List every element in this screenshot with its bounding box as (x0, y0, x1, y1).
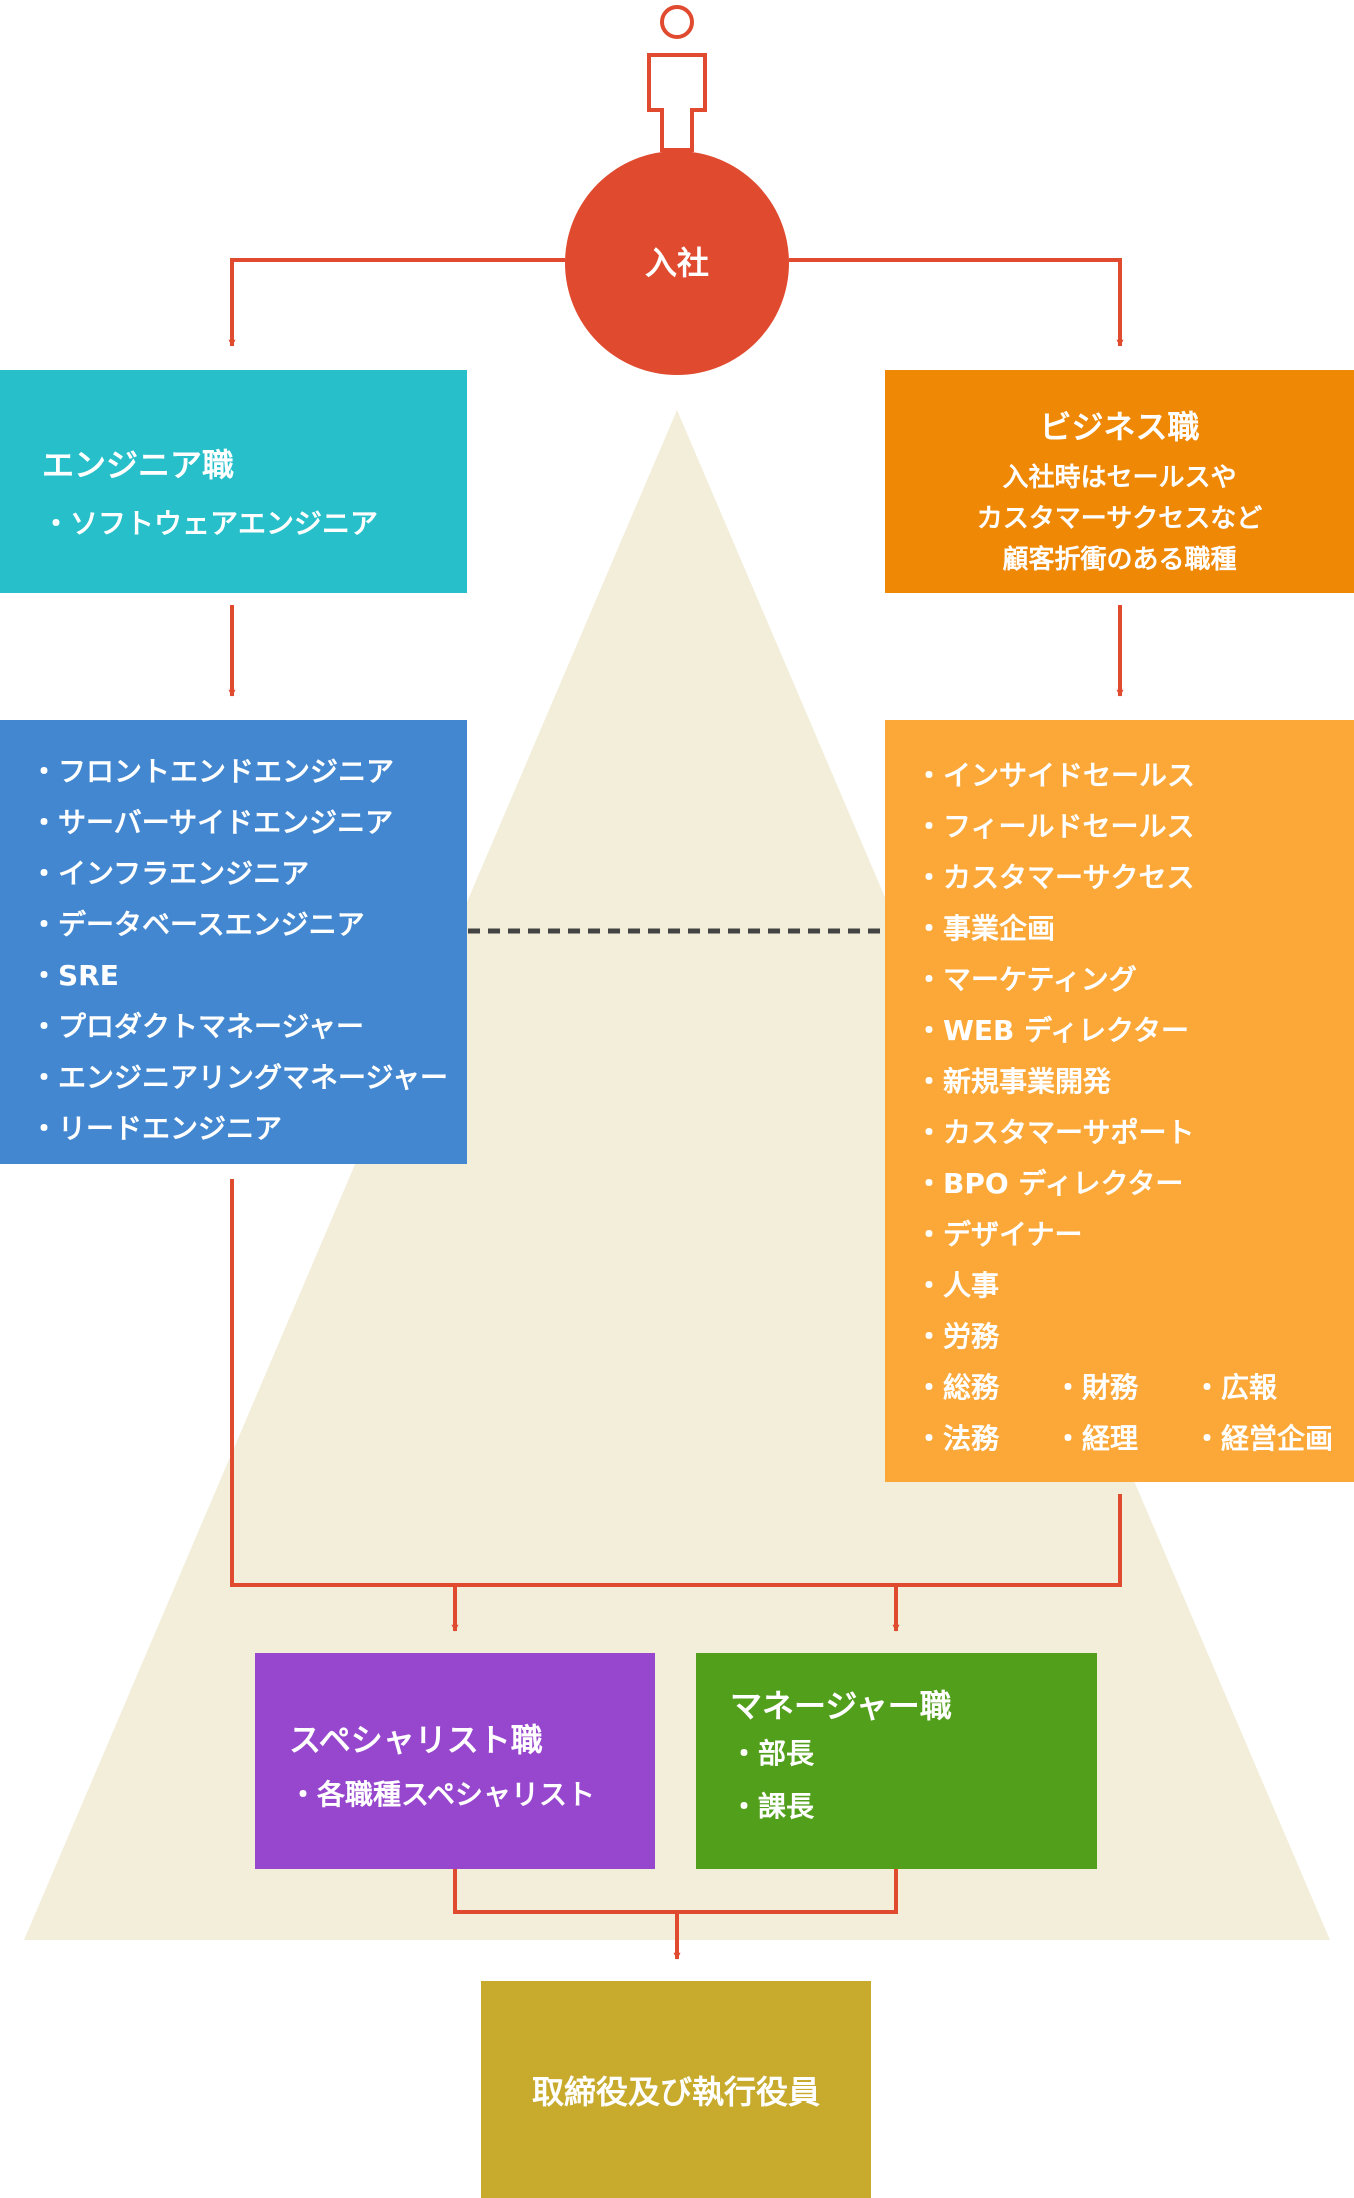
business-role-item: カスタマーサポート (915, 1107, 1354, 1158)
business-role-item: 財務 (1054, 1362, 1193, 1413)
business-role-item: カスタマーサクセス (915, 852, 1354, 903)
engineer-role-item: エンジニアリングマネージャー (30, 1052, 467, 1103)
business-role-item: 労務 (915, 1311, 1354, 1362)
business-role-item: 人事 (915, 1260, 1354, 1311)
business-track-description-line: 入社時はセールスや (1002, 463, 1237, 493)
business-track-title: ビジネス職 (1039, 408, 1200, 446)
specialist-track-title: スペシャリスト職 (289, 1721, 543, 1759)
specialist-track-item: 各職種スペシャリスト (289, 1773, 655, 1813)
business-role-item: 事業企画 (915, 903, 1354, 954)
business-role-item: インサイドセールス (915, 750, 1354, 801)
engineer-role-item: データベースエンジニア (30, 899, 467, 950)
engineer-track-item: ソフトウェアエンジニア (42, 502, 467, 542)
executive-label: 取締役及び執行役員 (531, 2072, 820, 2111)
engineer-role-item: フロントエンドエンジニア (30, 746, 467, 797)
business-role-item: 経営企画 (1193, 1413, 1333, 1464)
business-role-item: 経理 (1054, 1413, 1193, 1464)
manager-track-item: 部長 (730, 1727, 1097, 1780)
business-role-item: 広報 (1193, 1362, 1332, 1413)
business-track-box: ビジネス職 入社時はセールスや カスタマーサクセスなど 顧客折衝のある職種 (885, 370, 1354, 593)
engineer-track-box: エンジニア職 ソフトウェアエンジニア (0, 370, 467, 593)
business-roles-box: インサイドセールス フィールドセールス カスタマーサクセス 事業企画 マーケティ… (885, 720, 1354, 1482)
business-role-item: 新規事業開発 (915, 1056, 1354, 1107)
business-role-item: BPO ディレクター (915, 1158, 1354, 1209)
business-role-item: デザイナー (915, 1209, 1354, 1260)
person-icon (647, 5, 707, 152)
manager-track-title: マネージャー職 (730, 1687, 952, 1725)
business-role-item: マーケティング (915, 954, 1354, 1005)
engineer-track-title: エンジニア職 (42, 446, 235, 484)
business-role-item: 総務 (915, 1362, 1054, 1413)
engineer-role-item: サーバーサイドエンジニア (30, 797, 467, 848)
business-role-grid-row: 総務 財務 広報 (915, 1362, 1354, 1413)
manager-track-box: マネージャー職 部長 課長 (696, 1653, 1097, 1869)
entry-to-engineer-arrow (228, 258, 565, 347)
engineer-roles-box: フロントエンドエンジニア サーバーサイドエンジニア インフラエンジニア データベ… (0, 720, 467, 1164)
business-role-item: 法務 (915, 1413, 1054, 1464)
manager-track-item: 課長 (730, 1780, 1097, 1833)
entry-label: 入社 (645, 244, 709, 282)
business-role-item: フィールドセールス (915, 801, 1354, 852)
specialist-track-box: スペシャリスト職 各職種スペシャリスト (255, 1653, 655, 1869)
executive-box: 取締役及び執行役員 (481, 1981, 871, 2198)
entry-to-business-arrow (789, 258, 1124, 347)
career-pyramid (24, 410, 1330, 1940)
engineer-role-item: プロダクトマネージャー (30, 1001, 467, 1052)
tracks-to-executive-connector (453, 1869, 898, 1914)
business-role-grid-row: 法務 経理 経営企画 (915, 1413, 1354, 1464)
engineer-role-item: インフラエンジニア (30, 848, 467, 899)
business-track-description-line: カスタマーサクセスなど (976, 504, 1263, 534)
business-track-description-line: 顧客折衝のある職種 (1002, 545, 1237, 575)
engineer-role-item: SRE (30, 950, 467, 1001)
roles-merge-connector (230, 1179, 1122, 1587)
business-role-item: WEB ディレクター (915, 1005, 1354, 1056)
engineer-role-item: リードエンジニア (30, 1103, 467, 1154)
entry-circle (565, 151, 789, 375)
